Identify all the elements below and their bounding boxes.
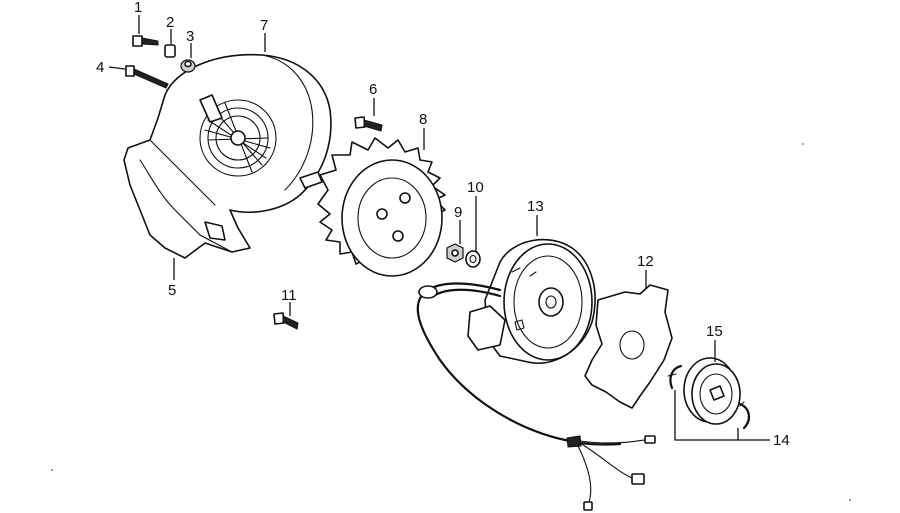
callout-5: 5 bbox=[168, 282, 176, 299]
bolt-11 bbox=[273, 312, 299, 330]
callout-7: 7 bbox=[260, 17, 268, 34]
stator-assembly bbox=[467, 238, 596, 364]
grommet-3 bbox=[180, 59, 196, 73]
callout-13: 13 bbox=[527, 198, 544, 215]
callout-15: 15 bbox=[706, 323, 723, 340]
speck bbox=[51, 469, 53, 471]
bolt-4 bbox=[125, 65, 169, 89]
callout-6: 6 bbox=[369, 81, 377, 98]
callout-11: 11 bbox=[281, 287, 297, 304]
collar-2 bbox=[164, 44, 176, 58]
callout-2: 2 bbox=[166, 14, 174, 31]
cooling-fan bbox=[317, 137, 446, 277]
callout-10: 10 bbox=[467, 179, 484, 196]
callout-4: 4 bbox=[96, 59, 104, 76]
nut-9 bbox=[446, 243, 464, 263]
callout-1: 1 bbox=[134, 0, 142, 16]
circlip-left bbox=[667, 364, 683, 390]
bolt-1 bbox=[132, 35, 159, 47]
callout-12: 12 bbox=[637, 253, 654, 270]
cover-plate bbox=[584, 284, 673, 409]
callout-9: 9 bbox=[454, 204, 462, 221]
bolt-6 bbox=[354, 116, 383, 132]
callout-14: 14 bbox=[773, 432, 790, 449]
callout-numbers: 1 2 3 4 5 6 7 8 9 10 11 12 13 14 15 bbox=[96, 0, 790, 449]
wire-harness bbox=[416, 282, 656, 511]
callout-3: 3 bbox=[186, 28, 194, 45]
washer-10 bbox=[465, 250, 481, 268]
pulley bbox=[683, 357, 741, 425]
callout-8: 8 bbox=[419, 111, 427, 128]
leader-lines bbox=[108, 15, 770, 441]
circlip-right bbox=[738, 401, 750, 430]
speck bbox=[802, 143, 804, 145]
speck bbox=[849, 499, 851, 501]
fan-cover-housing bbox=[123, 53, 332, 259]
